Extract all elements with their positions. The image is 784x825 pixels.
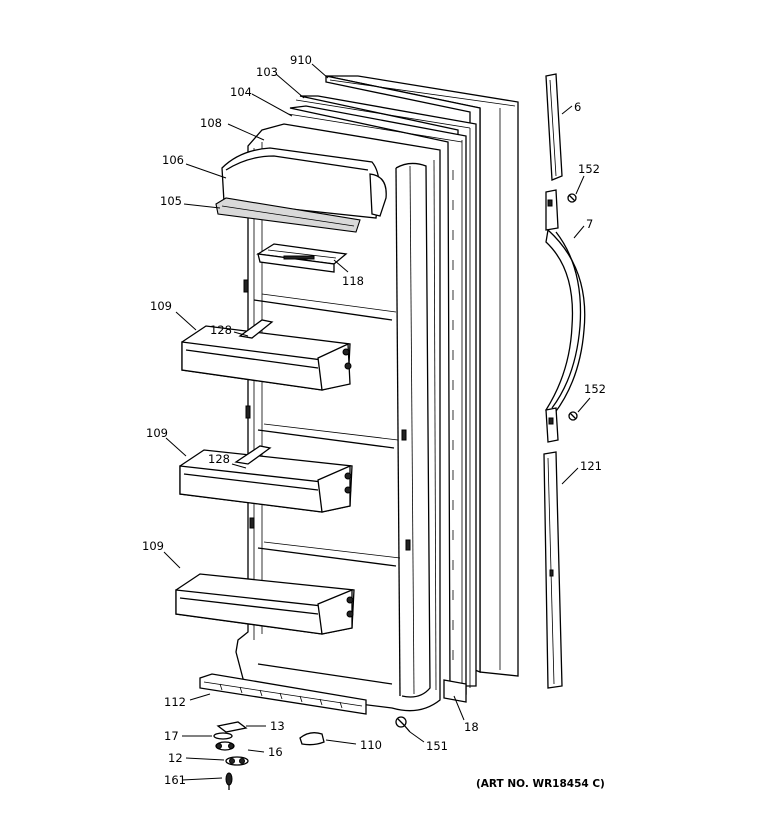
label-152-upper: 152 xyxy=(578,162,600,176)
label-106: 106 xyxy=(162,153,184,167)
label-121: 121 xyxy=(580,459,602,473)
label-109-middle: 109 xyxy=(146,426,168,440)
door-bin-middle xyxy=(179,445,353,513)
label-109-upper: 109 xyxy=(150,299,172,313)
door-gasket xyxy=(287,95,477,703)
art-number: (ART NO. WR18454 C) xyxy=(476,778,605,790)
label-7: 7 xyxy=(586,217,593,231)
label-103: 103 xyxy=(256,65,278,79)
label-910: 910 xyxy=(290,53,312,67)
label-152-lower: 152 xyxy=(584,382,606,396)
label-128-middle: 128 xyxy=(208,452,230,466)
label-105: 105 xyxy=(160,194,182,208)
door-liner xyxy=(235,123,441,712)
handle xyxy=(545,189,586,443)
label-108: 108 xyxy=(200,116,222,130)
label-128-upper: 128 xyxy=(210,323,232,337)
door-stop xyxy=(299,732,325,746)
handle-cap-top xyxy=(545,73,563,181)
label-112: 112 xyxy=(164,695,186,709)
label-118: 118 xyxy=(342,274,364,288)
dairy-compartment-door xyxy=(215,147,387,233)
label-151: 151 xyxy=(426,739,448,753)
label-109-lower: 109 xyxy=(142,539,164,553)
handle-trim-bottom xyxy=(543,451,563,689)
label-6: 6 xyxy=(574,100,581,114)
label-110: 110 xyxy=(360,738,382,752)
handle-screws xyxy=(567,193,578,421)
label-161: 161 xyxy=(164,773,186,787)
screw xyxy=(395,716,411,733)
label-16: 16 xyxy=(268,745,283,759)
label-104: 104 xyxy=(230,85,252,99)
door-bottom-trim xyxy=(199,673,367,715)
label-18: 18 xyxy=(464,720,479,734)
part-labels: 910 103 104 108 106 105 118 109 128 109 … xyxy=(142,53,606,787)
label-12: 12 xyxy=(168,751,183,765)
hinge-parts xyxy=(213,721,249,790)
leader-lines xyxy=(163,63,591,781)
label-13: 13 xyxy=(270,719,285,733)
door-bin-lower xyxy=(175,573,355,635)
butter-tray xyxy=(256,243,348,273)
label-17: 17 xyxy=(164,729,179,743)
door-bin-upper xyxy=(181,319,352,391)
